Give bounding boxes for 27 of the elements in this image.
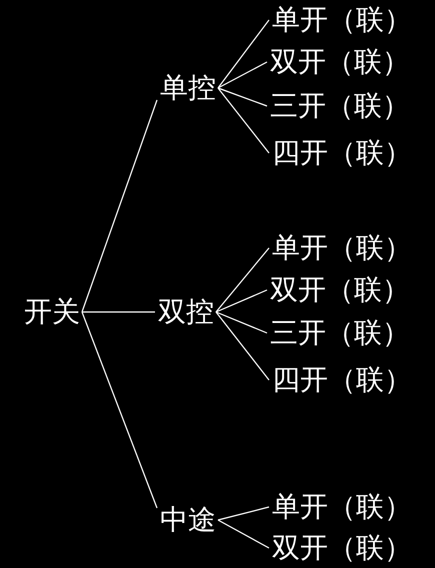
- node-label: 三开（联）: [270, 90, 410, 122]
- connector-line: [216, 289, 268, 313]
- connector-line: [82, 311, 155, 313]
- connector-line: [218, 61, 268, 89]
- node-label: 双开（联）: [270, 274, 410, 306]
- node-label: 单开（联）: [272, 232, 412, 264]
- connector-line: [216, 312, 270, 380]
- connector-line: [218, 20, 270, 88]
- node-label: 开关: [24, 296, 80, 328]
- node-label: 双控: [158, 296, 214, 328]
- connector-line: [218, 87, 268, 107]
- connector-line: [218, 506, 270, 521]
- node-label: 单控: [160, 72, 216, 104]
- node-label: 四开（联）: [272, 364, 412, 396]
- connector-line: [81, 312, 158, 508]
- connector-line: [218, 519, 270, 549]
- connector-line: [216, 248, 270, 312]
- node-label: 双开（联）: [270, 46, 410, 78]
- node-label: 单开（联）: [272, 491, 412, 523]
- node-label: 双开（联）: [272, 532, 412, 564]
- node-label: 三开（联）: [270, 317, 410, 349]
- connector-line: [81, 100, 158, 312]
- connector-line: [216, 311, 268, 334]
- node-label: 中途: [160, 504, 216, 536]
- connector-line: [218, 88, 270, 154]
- node-label: 四开（联）: [272, 137, 412, 169]
- node-label: 单开（联）: [272, 4, 412, 36]
